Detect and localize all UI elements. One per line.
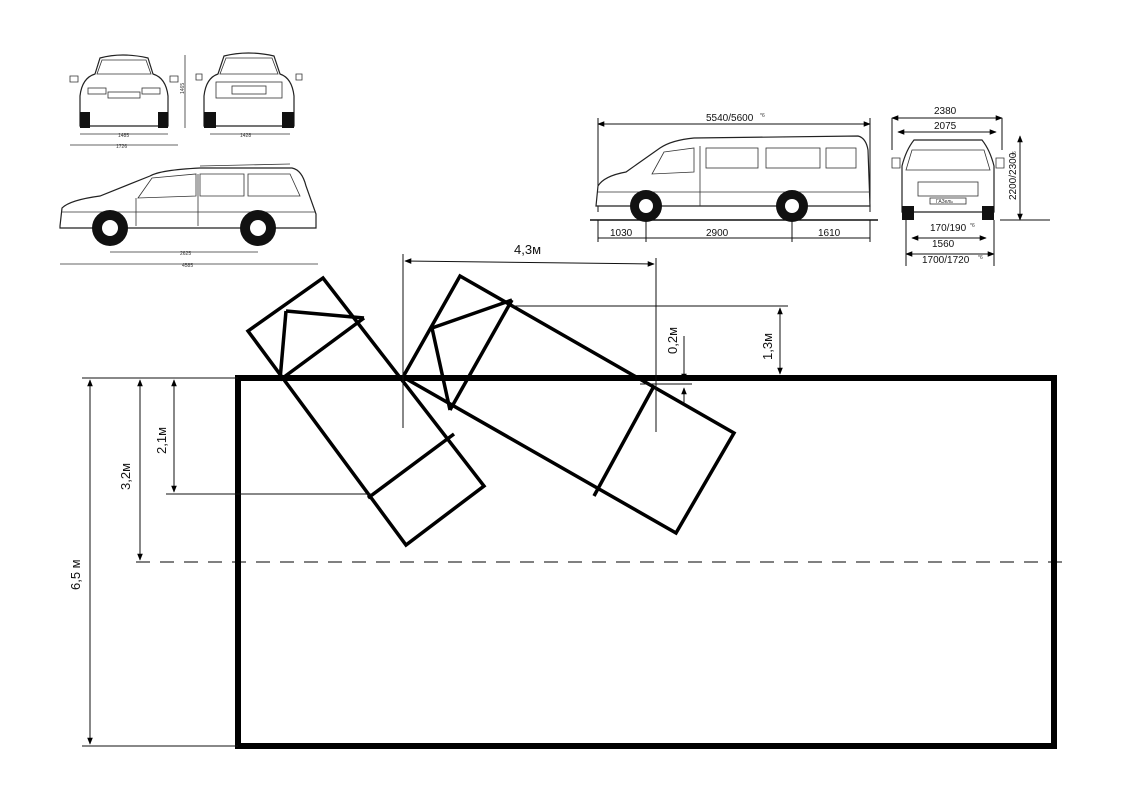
van-clearance: 170/190 bbox=[930, 223, 967, 234]
van-front-view: 2380 2075 ГАЗель 2200/2300 *6 170/190 *6… bbox=[891, 106, 1050, 266]
depth-total-label: 6,5 м bbox=[68, 559, 83, 590]
van-side-view: 5540/5600 *6 1030 2900 1610 bbox=[590, 113, 878, 242]
wagon-front-track: 1485 bbox=[118, 133, 129, 139]
van-length-note: *6 bbox=[760, 113, 765, 119]
wagon-front-width: 1726 bbox=[116, 144, 127, 150]
wagon-front-view: 1485 1726 bbox=[69, 54, 179, 150]
vehicle-2-outline bbox=[400, 273, 737, 536]
dimension-overhang: 1,3м bbox=[512, 305, 788, 375]
dimension-width: 4,3м bbox=[402, 242, 657, 432]
van-clearance-note: *6 bbox=[970, 223, 975, 229]
van-front-overhang: 1030 bbox=[610, 228, 633, 239]
wagon-side-view: 2625 4585 bbox=[59, 163, 318, 269]
dimension-gap: 0,2м bbox=[640, 327, 692, 404]
vehicle-1-outline bbox=[245, 275, 487, 548]
width-span-label: 4,3м bbox=[514, 242, 541, 257]
gap-label: 0,2м bbox=[665, 327, 680, 354]
overhang-label: 1,3м bbox=[760, 333, 775, 360]
van-wheelbase: 2900 bbox=[706, 228, 729, 239]
van-height: 2200/2300 bbox=[1008, 152, 1019, 200]
wagon-length: 4585 bbox=[182, 263, 193, 269]
wagon-height: 1465 bbox=[180, 83, 186, 94]
van-rear-track: 1560 bbox=[932, 239, 955, 250]
van-front-track: 1700/1720 bbox=[922, 255, 970, 266]
van-width-mirrors: 2380 bbox=[934, 106, 957, 117]
wagon-rear-view: 1428 bbox=[195, 52, 303, 139]
dimension-depth-middle: 3,2м bbox=[118, 379, 143, 561]
wagon-rear-track: 1428 bbox=[240, 133, 251, 139]
dimension-depth-total: 6,5 м bbox=[68, 377, 238, 747]
wagon-wheelbase: 2625 bbox=[180, 251, 191, 257]
van-front-track-note: *6 bbox=[978, 255, 983, 261]
van-length: 5540/5600 bbox=[706, 113, 754, 124]
van-rear-overhang: 1610 bbox=[818, 228, 841, 239]
depth-middle-label: 3,2м bbox=[118, 463, 133, 490]
van-plate: ГАЗель bbox=[936, 199, 953, 205]
depth-offset-label: 2,1м bbox=[154, 427, 169, 454]
van-width-body: 2075 bbox=[934, 121, 957, 132]
van-height-note: *6 bbox=[1012, 151, 1018, 156]
dimension-depth-offset: 2,1м bbox=[154, 379, 372, 495]
